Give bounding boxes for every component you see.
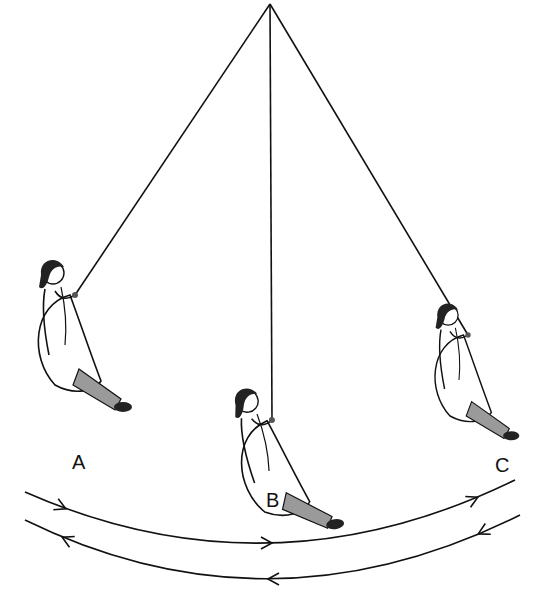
position-label-box: B [266, 490, 279, 510]
child-swing-b [231, 377, 345, 541]
child-swing-a [38, 260, 132, 412]
position-label: B [266, 490, 279, 510]
child-swing-c [435, 304, 519, 441]
position-label-box: A [72, 452, 85, 472]
motion-arcs [25, 480, 520, 579]
position-label: C [495, 455, 509, 475]
position-label-box: C [495, 455, 509, 475]
position-label: A [72, 452, 85, 472]
ropes [75, 4, 468, 420]
